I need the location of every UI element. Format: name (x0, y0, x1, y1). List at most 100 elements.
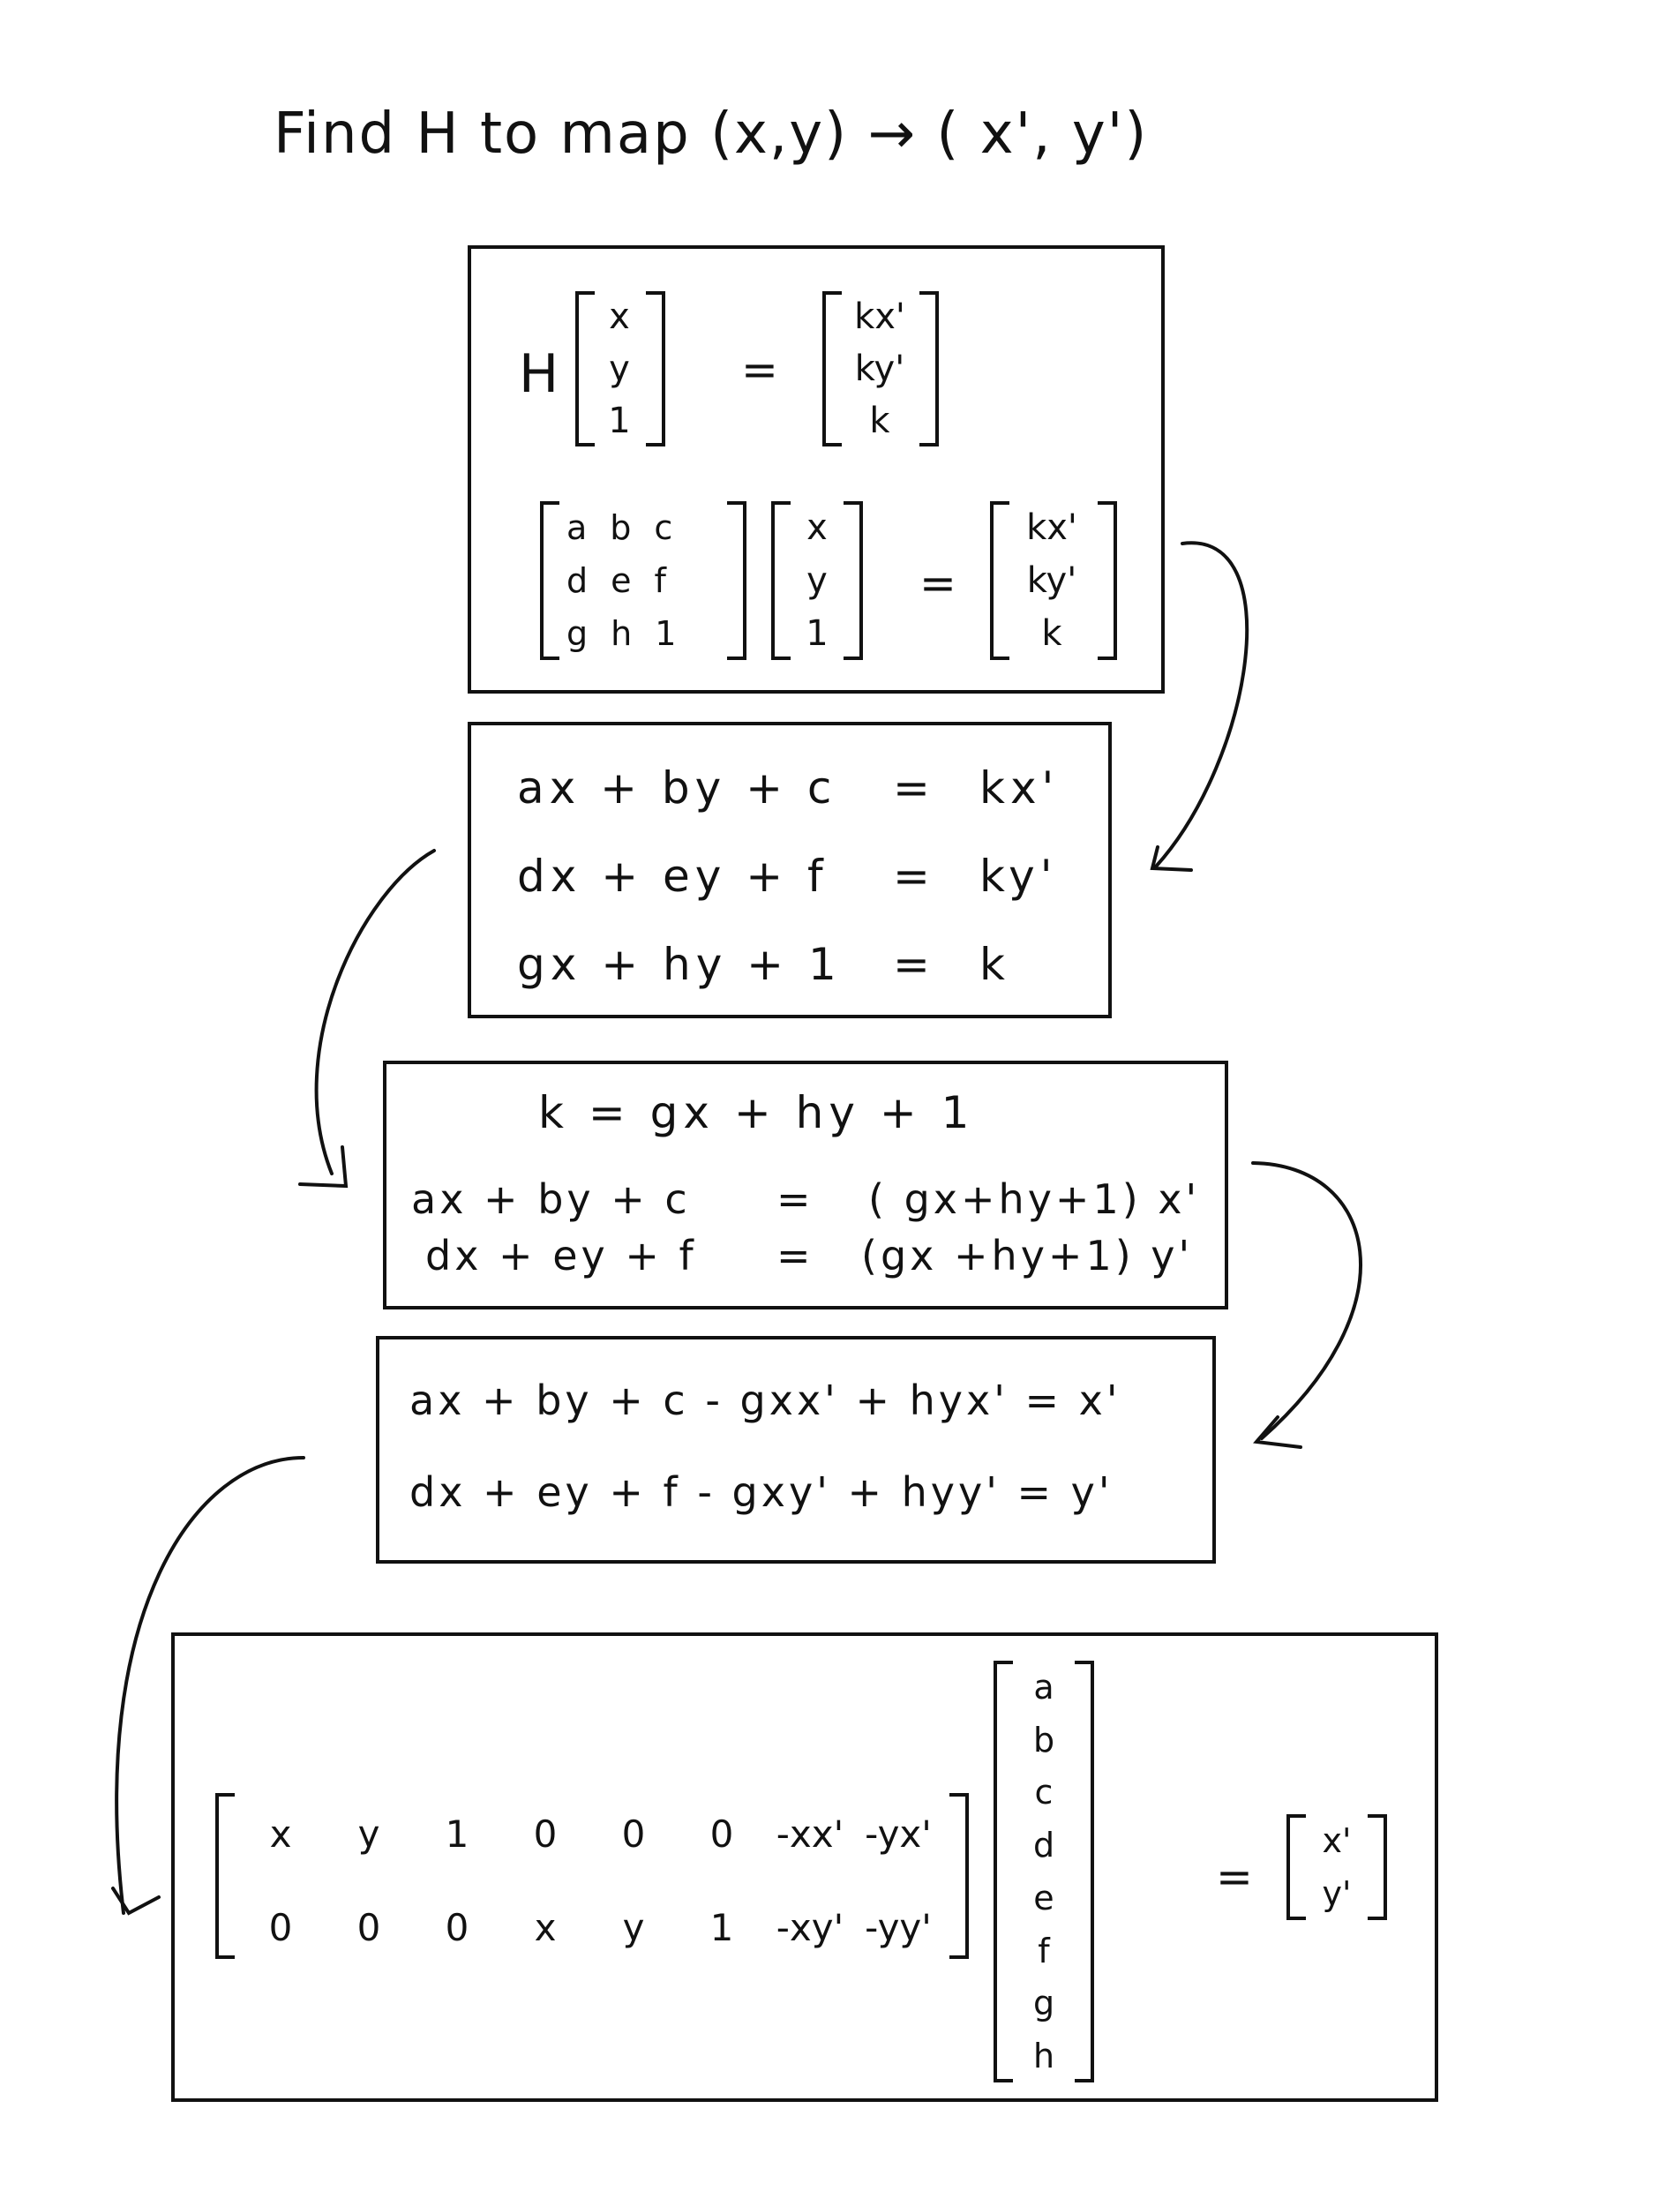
matrix-entry: d (566, 561, 589, 600)
matrix-entry: 1 (709, 1906, 734, 1949)
bracket-right (844, 501, 863, 660)
page-title: Find H to map (x,y) → ( x', y') (274, 101, 1149, 167)
matrix-entry: x (534, 1906, 557, 1949)
matrix-entry: 1 (445, 1812, 469, 1856)
equals-sign: = (741, 344, 784, 395)
matrix-h: a b c d e f g h 1 (566, 501, 716, 660)
equals-sign: = (919, 558, 962, 609)
matrix-entry: y (357, 1812, 380, 1856)
unknowns-vector: a b c d e f g h (1013, 1661, 1075, 2082)
matrix-entry: h (611, 614, 633, 653)
bracket-left (575, 291, 595, 446)
unknown-entry: a (1033, 1667, 1054, 1707)
equation-lhs: ax + by + c (517, 762, 837, 814)
bracket-left (994, 1661, 1013, 2082)
arrow-curve (314, 849, 436, 1175)
equation-lhs: gx + hy + 1 (517, 939, 842, 990)
matrix-entry: y (622, 1906, 645, 1949)
matrix-entry: 0 (533, 1812, 558, 1856)
substitution-box: k = gx + hy + 1 ax + by + c = ( gx+hy+1)… (383, 1061, 1228, 1309)
vector-entry: ky' (854, 348, 905, 389)
arrowhead-icon (1253, 1415, 1302, 1449)
matrix-entry: a (566, 508, 588, 547)
vector-entry: 1 (806, 613, 829, 654)
vector-entry: kx' (1026, 507, 1077, 548)
linear-equations-box: ax + by + c = kx' dx + ey + f = ky' gx +… (468, 722, 1112, 1018)
arrowhead-icon (111, 1887, 161, 1916)
equation-rhs: ( gx+hy+1) x' (868, 1175, 1201, 1223)
vector-kx-ky-k: kx' ky' k (840, 291, 919, 446)
matrix-entry: -xx' (776, 1812, 844, 1856)
matrix-entry: 0 (445, 1906, 469, 1949)
bracket-right (1075, 1661, 1094, 2082)
matrix-entry: 0 (356, 1906, 381, 1949)
vector-entry: y (806, 560, 828, 601)
bracket-right (727, 501, 746, 660)
h-symbol: H (519, 343, 565, 405)
matrix-entry: -yx' (865, 1812, 932, 1856)
unknown-entry: f (1038, 1931, 1050, 1970)
bracket-right (646, 291, 665, 446)
equals-sign: = (776, 1175, 814, 1223)
matrix-entry: f (654, 561, 666, 600)
vector-xy1: x y 1 (791, 501, 844, 660)
bracket-left (990, 501, 1009, 660)
equation-lhs: dx + ey + f (425, 1232, 697, 1279)
k-equation: k = gx + hy + 1 (538, 1087, 975, 1138)
bracket-right (1368, 1814, 1387, 1920)
equals-sign: = (776, 1232, 814, 1279)
vector-entry: k (1041, 613, 1062, 654)
matrix-entry: 1 (655, 614, 677, 653)
equation-lhs: ax + by + c (411, 1175, 691, 1223)
vector-entry: 1 (608, 400, 631, 441)
arrow-curve (115, 1456, 305, 1915)
equation-line: ax + by + c - gxx' + hyx' = x' (409, 1377, 1121, 1424)
matrix-entry: c (654, 508, 673, 547)
equation-rhs: kx' (979, 762, 1060, 814)
matrix-entry: -xy' (776, 1906, 844, 1949)
rhs-vector: x' y' (1306, 1814, 1368, 1920)
rhs-entry: y' (1322, 1874, 1352, 1913)
unknown-entry: d (1032, 1826, 1055, 1865)
bracket-left (1286, 1814, 1306, 1920)
arrowhead-icon (1150, 845, 1193, 872)
unknown-entry: e (1033, 1878, 1054, 1917)
equals-sign: = (893, 762, 935, 814)
bracket-left (771, 501, 791, 660)
equals-sign: = (1216, 1851, 1258, 1902)
vector-entry: x (609, 296, 630, 338)
linear-system-box: x y 1 0 0 0 -xx' -yx' 0 0 0 x y 1 -xy' -… (171, 1632, 1438, 2102)
matrix-entry: 0 (709, 1812, 734, 1856)
bracket-right (919, 291, 939, 446)
equation-rhs: (gx +hy+1) y' (861, 1232, 1194, 1279)
matrix-entry: g (566, 614, 589, 653)
matrix-row: a b c (566, 508, 716, 547)
matrix-entry: 0 (621, 1812, 646, 1856)
vector-entry: x (806, 507, 828, 548)
vector-kx-ky-k: kx' ky' k (1008, 501, 1096, 660)
bracket-left (822, 291, 842, 446)
bracket-right (949, 1793, 969, 1959)
unknown-entry: h (1032, 2037, 1055, 2076)
vector-entry: y (609, 348, 630, 389)
matrix-entry: 0 (268, 1906, 293, 1949)
vector-entry: kx' (854, 296, 905, 338)
vector-entry: ky' (1026, 560, 1077, 601)
rhs-entry: x' (1322, 1821, 1352, 1860)
equation-line: dx + ey + f - gxy' + hyy' = y' (409, 1468, 1114, 1516)
unknown-entry: g (1032, 1984, 1055, 2023)
unknown-entry: b (1032, 1720, 1055, 1760)
bracket-right (1098, 501, 1117, 660)
matrix-row: d e f (566, 561, 716, 600)
unknown-entry: c (1034, 1773, 1054, 1812)
matrix-row: 0 0 0 x y 1 -xy' -yy' (236, 1906, 942, 1949)
rearranged-equations-box: ax + by + c - gxx' + hyx' = x' dx + ey +… (376, 1336, 1216, 1564)
bracket-left (215, 1793, 235, 1959)
equals-sign: = (893, 851, 935, 902)
vector-xy1: x y 1 (593, 291, 646, 446)
equation-rhs: k (979, 939, 1010, 990)
arrow-curve (1251, 1161, 1362, 1440)
equation-lhs: dx + ey + f (517, 851, 829, 902)
matrix-entry: x (269, 1812, 292, 1856)
